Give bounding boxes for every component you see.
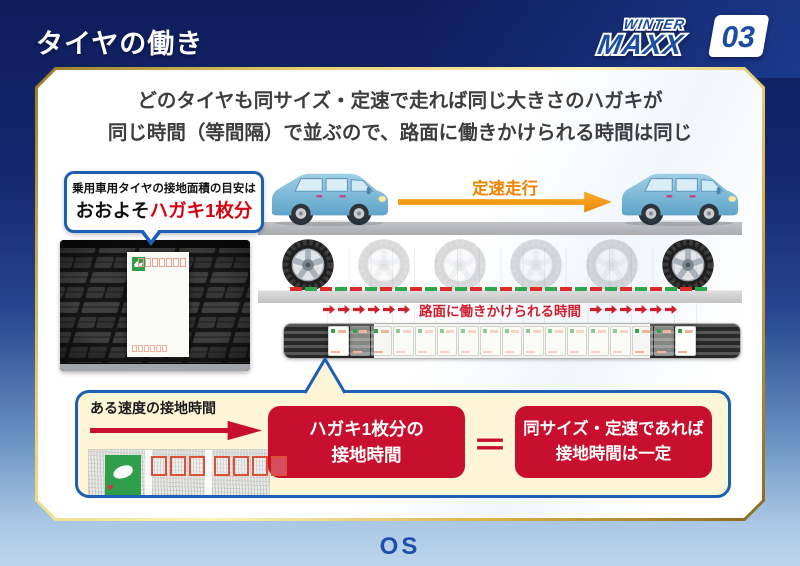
postcard-item [436, 326, 458, 356]
right-arrow-icon [590, 305, 602, 314]
car-icon-right [616, 167, 742, 227]
postal-code-boxes [138, 258, 186, 267]
wheel-icon-solid-left [282, 239, 333, 290]
postcard-item [653, 326, 675, 356]
postcard-item [566, 326, 588, 356]
right-arrow-icon [368, 305, 380, 314]
summary-box: ある速度の接地時間 ♥ ハガキ1枚分の 接地時間 ＝ 同サイズ・定速であれば 接… [75, 390, 731, 498]
upper-road [258, 222, 742, 235]
postcard-item [328, 326, 349, 356]
contact-time-box-line-2: 接地時間 [331, 445, 402, 465]
right-arrow-icon [353, 305, 365, 314]
heading-line-2: 同じ時間（等間隔）で並ぶので、路面に働きかけられる時間は同じ [107, 121, 693, 144]
postcard-item [523, 326, 545, 356]
car-icon-left [266, 167, 392, 227]
postcard-item [349, 326, 371, 356]
conclusion-box: 同サイズ・定速であれば 接地時間は一定 [515, 406, 712, 478]
postcard-size-highlight: ハガキ1枚分 [149, 200, 253, 221]
constant-speed-label: 定速走行 [472, 180, 538, 198]
postal-code-boxes [151, 456, 287, 476]
postcard-item [479, 326, 501, 356]
postcard-item [458, 326, 479, 356]
callout-tail [303, 357, 347, 394]
footer-logo: OS [379, 533, 421, 560]
right-arrow-icon [383, 305, 395, 314]
logo-winter-text: WINTER [622, 16, 686, 32]
postcard-item [610, 326, 631, 356]
road-contact-time-label: 路面に働きかけられる時間 [419, 303, 581, 319]
contact-time-box: ハガキ1枚分の 接地時間 [268, 406, 465, 478]
postcard-item [371, 326, 393, 356]
callout-line-1: 乗用車用タイヤの接地面積の目安は [72, 183, 256, 195]
callout-line-2: おおよそハガキ1枚分 [75, 200, 253, 221]
dove-icon [111, 463, 135, 481]
right-arrow-icon [665, 305, 677, 314]
postcard-item [675, 326, 696, 356]
page-title: タイヤの働き [36, 29, 204, 59]
postcard-strip [283, 323, 741, 359]
equals-sign: ＝ [473, 426, 507, 465]
contact-area-callout: 乗用車用タイヤの接地面積の目安は おおよそハガキ1枚分 [64, 171, 264, 246]
postcard-item [588, 326, 610, 356]
right-arrow-icon [398, 305, 410, 314]
right-arrow-icon [605, 305, 617, 314]
right-arrow-icon [635, 305, 647, 314]
logo-03-badge: 03 [719, 21, 758, 54]
winter-maxx-03-logo: WINTER MAXX 03 [594, 14, 769, 62]
right-arrow-icon [620, 305, 632, 314]
postcard-strip-cards [328, 326, 696, 356]
conclusion-box-line-2: 接地時間は一定 [555, 445, 672, 463]
right-arrow-icon [650, 305, 662, 314]
logo-maxx-text: MAXX [596, 28, 688, 60]
conclusion-box-line-1: 同サイズ・定速であれば [523, 420, 704, 439]
postcard-item [501, 326, 523, 356]
postcard-on-tire [127, 252, 189, 357]
stamp-icon: ♥ [105, 455, 141, 495]
postcard-item [545, 326, 566, 356]
heart-icon: ♥ [107, 482, 114, 494]
heading-line-1: どのタイヤも同サイズ・定速で走れば同じ大きさのハガキが [137, 90, 663, 112]
contact-time-box-line-1: ハガキ1枚分の [309, 418, 424, 439]
sender-code-boxes [132, 345, 167, 352]
postcard-item [393, 326, 414, 356]
postcard-item [631, 326, 653, 356]
postcard-on-road-photo: ♥ [88, 449, 287, 495]
right-arrow-icon [323, 305, 335, 314]
contact-patch-dashes [290, 287, 710, 291]
interval-gridlines [327, 248, 697, 324]
tire-contact-photo [60, 240, 250, 371]
main-heading: どのタイヤも同サイズ・定速で走れば同じ大きさのハガキが 同じ時間（等間隔）で並ぶ… [35, 86, 765, 149]
contact-time-caption: ある速度の接地時間 [90, 400, 216, 416]
right-arrow-icon [338, 305, 350, 314]
speed-arrow-icon [90, 420, 262, 441]
road-contact-time-row: 路面に働きかけられる時間 [258, 301, 742, 319]
postcard-item [414, 326, 436, 356]
